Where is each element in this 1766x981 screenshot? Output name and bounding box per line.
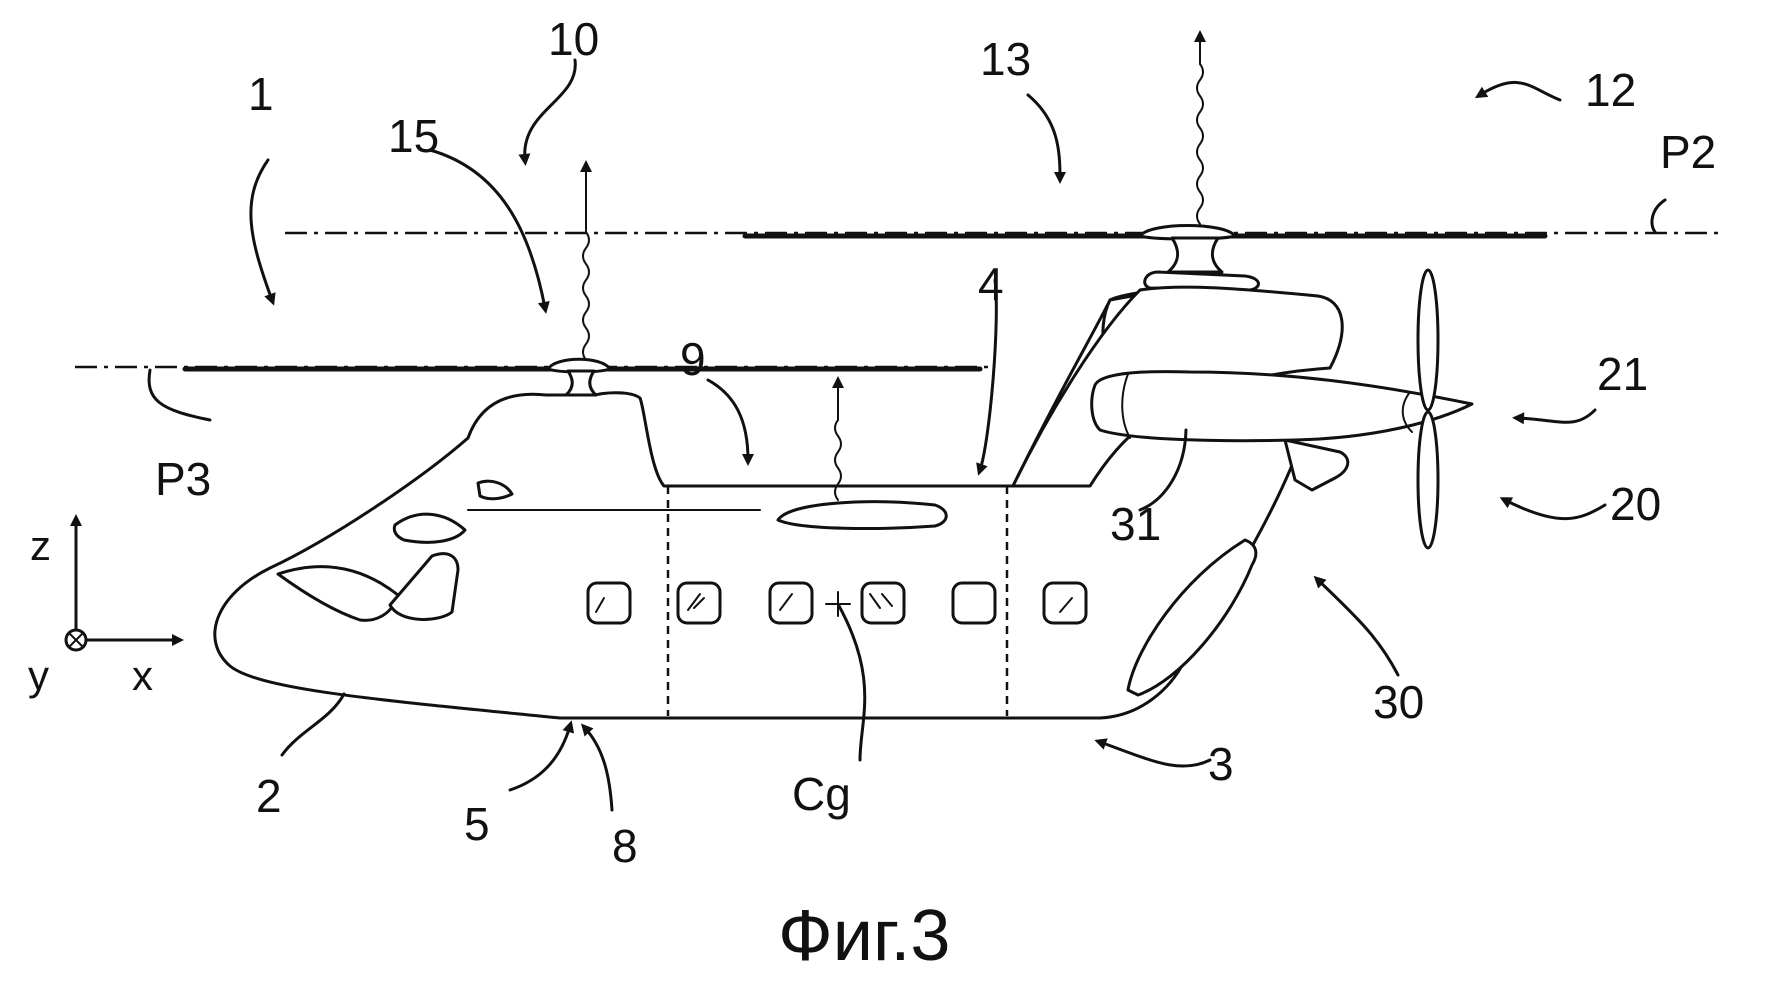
- leader-5: [508, 720, 575, 792]
- airflow-arrow-front: [580, 160, 592, 361]
- propulsion-nacelle: [1090, 370, 1474, 443]
- cockpit-window-2: [388, 552, 460, 621]
- nacelle-inlet-line: [1121, 373, 1131, 439]
- leader-4: [976, 278, 998, 476]
- leader-15: [428, 148, 550, 314]
- label-p2: P2: [1660, 126, 1716, 178]
- figure-caption: Фиг.3: [778, 896, 950, 976]
- leader-9: [706, 378, 754, 466]
- label-p3: P3: [155, 453, 211, 505]
- leader-30: [1313, 575, 1400, 677]
- leader-cg: [836, 602, 867, 762]
- label-8: 8: [612, 820, 638, 872]
- cabin-window-4: [860, 581, 906, 625]
- leader-12: [1474, 80, 1562, 102]
- leader-3: [1094, 738, 1212, 768]
- airflow-arrow-rear: [1194, 30, 1206, 225]
- window-glints: [595, 593, 1073, 613]
- front-rotor-hub: [546, 357, 612, 374]
- leader-10: [518, 58, 577, 166]
- leader-p3: [147, 368, 212, 422]
- axis-triad: z y x: [28, 514, 184, 699]
- front-rotor-mast: [564, 369, 598, 397]
- cabin-window-1: [586, 581, 632, 625]
- leader-20: [1499, 497, 1607, 521]
- leader-31: [1138, 428, 1188, 512]
- label-3: 3: [1208, 738, 1234, 790]
- axis-y-label: y: [28, 652, 49, 699]
- label-12: 12: [1585, 64, 1636, 116]
- label-1: 1: [248, 68, 274, 120]
- label-10: 10: [548, 13, 599, 65]
- cockpit-window-3: [392, 512, 467, 544]
- rear-rotor-mast: [1166, 236, 1224, 274]
- label-5: 5: [464, 798, 490, 850]
- label-9: 9: [680, 333, 706, 385]
- leader-13: [1026, 93, 1066, 184]
- wing-profile: [776, 500, 948, 530]
- label-31: 31: [1110, 498, 1161, 550]
- cabin-window-3: [768, 581, 814, 625]
- propeller-blade-upper: [1416, 268, 1440, 412]
- nacelle-band: [1401, 391, 1413, 433]
- label-20: 20: [1610, 478, 1661, 530]
- cg-marker: [825, 591, 851, 617]
- cockpit-window-4: [476, 479, 514, 501]
- rear-rotor-hub: [1138, 224, 1237, 241]
- leader-lines: [147, 58, 1667, 812]
- label-21: 21: [1597, 348, 1648, 400]
- leader-2: [280, 692, 346, 757]
- label-4: 4: [978, 258, 1004, 310]
- propeller-blade-lower: [1416, 410, 1440, 550]
- axis-z-label: z: [30, 522, 51, 569]
- axis-x-label: x: [132, 652, 153, 699]
- leader-8: [580, 723, 614, 812]
- tail-strut: [1283, 438, 1350, 492]
- leader-21: [1512, 408, 1597, 425]
- airflow-arrow-wing: [832, 376, 844, 501]
- label-2: 2: [256, 770, 282, 822]
- tail-ramp: [1126, 538, 1258, 697]
- label-15: 15: [388, 110, 439, 162]
- label-cg: Cg: [792, 768, 851, 820]
- cabin-window-5: [951, 581, 997, 625]
- leader-p2: [1650, 198, 1667, 234]
- cockpit-window-1: [276, 565, 400, 622]
- leader-1: [249, 158, 276, 306]
- label-30: 30: [1373, 676, 1424, 728]
- cabin-window-6: [1042, 581, 1088, 625]
- label-13: 13: [980, 33, 1031, 85]
